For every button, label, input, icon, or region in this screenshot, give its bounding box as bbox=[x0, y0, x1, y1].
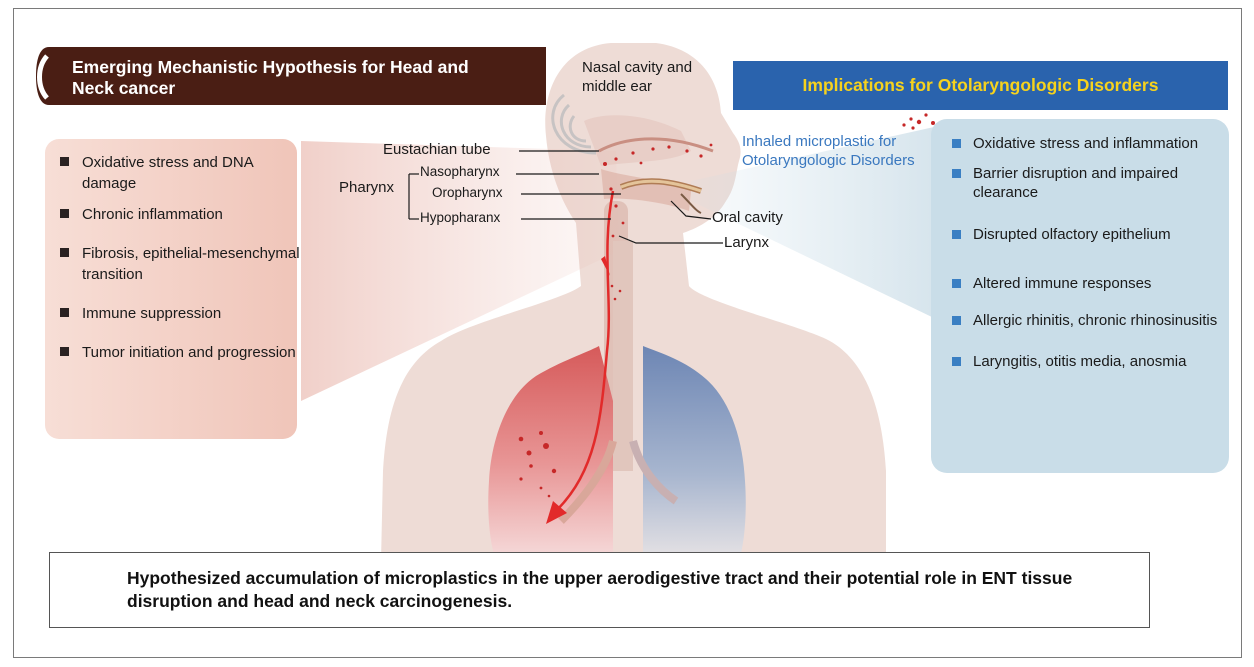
list-item: Barrier disruption and impaired clearanc… bbox=[952, 164, 1222, 202]
list-item: Oxidative stress and inflammation bbox=[952, 134, 1222, 153]
list-item: Oxidative stress and DNA damage bbox=[60, 152, 300, 194]
list-item: Fibrosis, epithelial-mesenchymal transit… bbox=[60, 243, 300, 285]
bullet-square bbox=[952, 169, 961, 178]
pharynx-label: Pharynx bbox=[339, 180, 394, 195]
larynx-label: Larynx bbox=[724, 235, 769, 250]
bullet-square bbox=[60, 157, 69, 166]
bullet-square bbox=[952, 139, 961, 148]
list-item: Immune suppression bbox=[60, 303, 300, 324]
right-panel-banner: Implications for Otolaryngologic Disorde… bbox=[733, 61, 1228, 110]
bullet-square bbox=[952, 357, 961, 366]
oral-cavity-label: Oral cavity bbox=[712, 210, 783, 225]
list-item: Tumor initiation and progression bbox=[60, 342, 300, 363]
nasal-cavity-label: Nasal cavity and middle ear bbox=[582, 58, 712, 96]
inhaled-microplastic-label: Inhaled microplastic for Otolaryngologic… bbox=[742, 132, 917, 170]
bullet-square bbox=[60, 209, 69, 218]
right-panel-title: Implications for Otolaryngologic Disorde… bbox=[733, 75, 1228, 96]
hypopharynx-label: Hypopharanx bbox=[420, 211, 500, 225]
left-panel-list: Oxidative stress and DNA damage Chronic … bbox=[60, 152, 300, 363]
list-item: Disrupted olfactory epithelium bbox=[952, 225, 1222, 244]
nasopharynx-label: Nasopharynx bbox=[420, 165, 500, 179]
bullet-square bbox=[60, 347, 69, 356]
bullet-square bbox=[952, 316, 961, 325]
bullet-square bbox=[60, 308, 69, 317]
bullet-square bbox=[952, 279, 961, 288]
left-panel-title: Emerging Mechanistic Hypothesis for Head… bbox=[72, 57, 512, 99]
oropharynx-label: Oropharynx bbox=[432, 186, 503, 200]
list-item: Chronic inflammation bbox=[60, 204, 300, 225]
bullet-square bbox=[952, 230, 961, 239]
caption-box: Hypothesized accumulation of microplasti… bbox=[49, 552, 1150, 628]
caption-text: Hypothesized accumulation of microplasti… bbox=[127, 567, 1127, 613]
list-item: Laryngitis, otitis media, anosmia bbox=[952, 352, 1222, 371]
list-item: Altered immune responses bbox=[952, 274, 1222, 293]
bullet-square bbox=[60, 248, 69, 257]
right-panel-list: Oxidative stress and inflammation Barrie… bbox=[952, 134, 1222, 371]
eustachian-tube-label: Eustachian tube bbox=[383, 142, 491, 157]
list-item: Allergic rhinitis, chronic rhinosinusiti… bbox=[952, 311, 1222, 330]
